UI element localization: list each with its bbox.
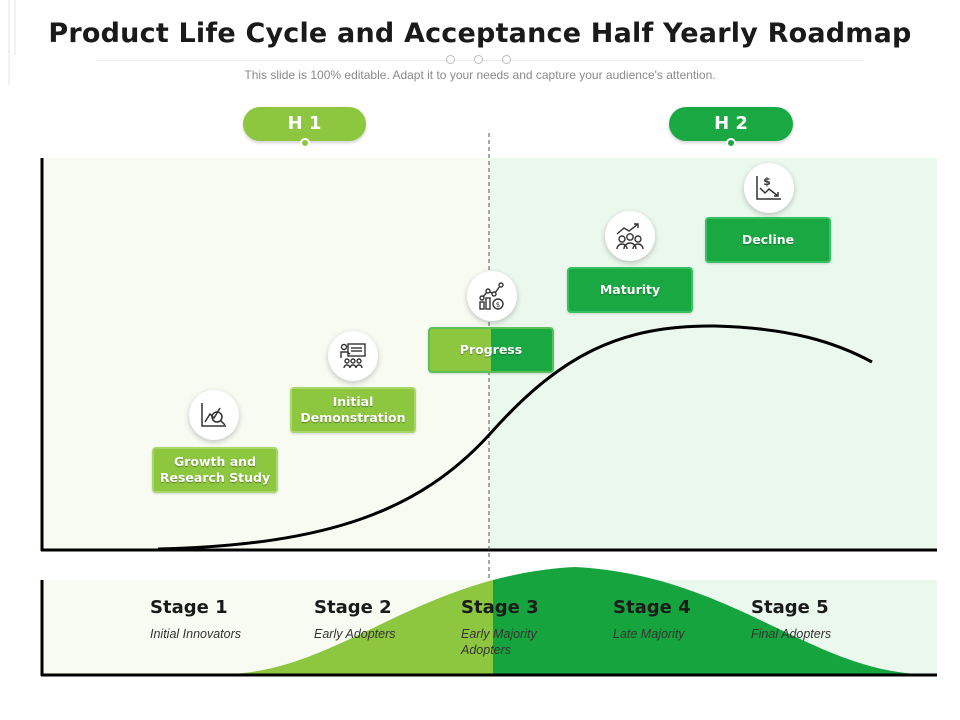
- stage-description: Late Majority: [613, 627, 685, 641]
- page-title: Product Life Cycle and Acceptance Half Y…: [48, 18, 912, 49]
- research-chart-magnifier-icon: [189, 390, 239, 440]
- stage-4: Stage 4 Late Majority: [613, 597, 713, 642]
- growth-chart-gear-icon: $: [467, 271, 517, 321]
- stage-title: Stage 1: [150, 597, 228, 618]
- svg-text:$: $: [496, 301, 500, 309]
- life-cycle-curve: [157, 324, 873, 551]
- phase-growth-research: Growth and Research Study: [152, 447, 278, 493]
- h1-label: H 1: [287, 113, 322, 134]
- slide-edge-decoration: [8, 0, 16, 85]
- page-subtitle: This slide is 100% editable. Adapt it to…: [244, 68, 716, 82]
- h2-label: H 2: [714, 113, 748, 134]
- stage-title: Stage 4: [613, 597, 691, 618]
- stage-description: Early Majority Adopters: [461, 627, 537, 657]
- h1-pill: H 1: [243, 107, 366, 148]
- phase-maturity: Maturity: [567, 267, 693, 313]
- stage-title: Stage 2: [314, 597, 392, 618]
- stage-3: Stage 3 Early Majority Adopters: [461, 597, 557, 658]
- phase-decline: Decline: [705, 217, 831, 263]
- dollar-decline-icon: $: [744, 163, 794, 213]
- bell-curve-light: [230, 580, 493, 674]
- stage-1: Stage 1 Initial Innovators: [150, 597, 250, 642]
- h2-pill: H 2: [669, 107, 793, 148]
- title-dots: [446, 55, 514, 65]
- svg-text:$: $: [763, 175, 771, 188]
- presentation-audience-icon: [328, 331, 378, 381]
- bell-curve-dark: [493, 567, 920, 674]
- stage-description: Early Adopters: [314, 627, 396, 641]
- stage-description: Initial Innovators: [150, 627, 242, 641]
- stage-2: Stage 2 Early Adopters: [314, 597, 414, 642]
- phase-initial-demonstration: Initial Demonstration: [290, 387, 416, 433]
- stage-title: Stage 5: [751, 597, 829, 618]
- team-growth-icon: [605, 211, 655, 261]
- stage-5: Stage 5 Final Adopters: [751, 597, 851, 642]
- phase-progress: Progress: [428, 327, 554, 373]
- stage-title: Stage 3: [461, 597, 539, 618]
- h1-pin: [299, 138, 310, 148]
- h2-pin: [726, 138, 736, 148]
- stage-description: Final Adopters: [751, 627, 832, 641]
